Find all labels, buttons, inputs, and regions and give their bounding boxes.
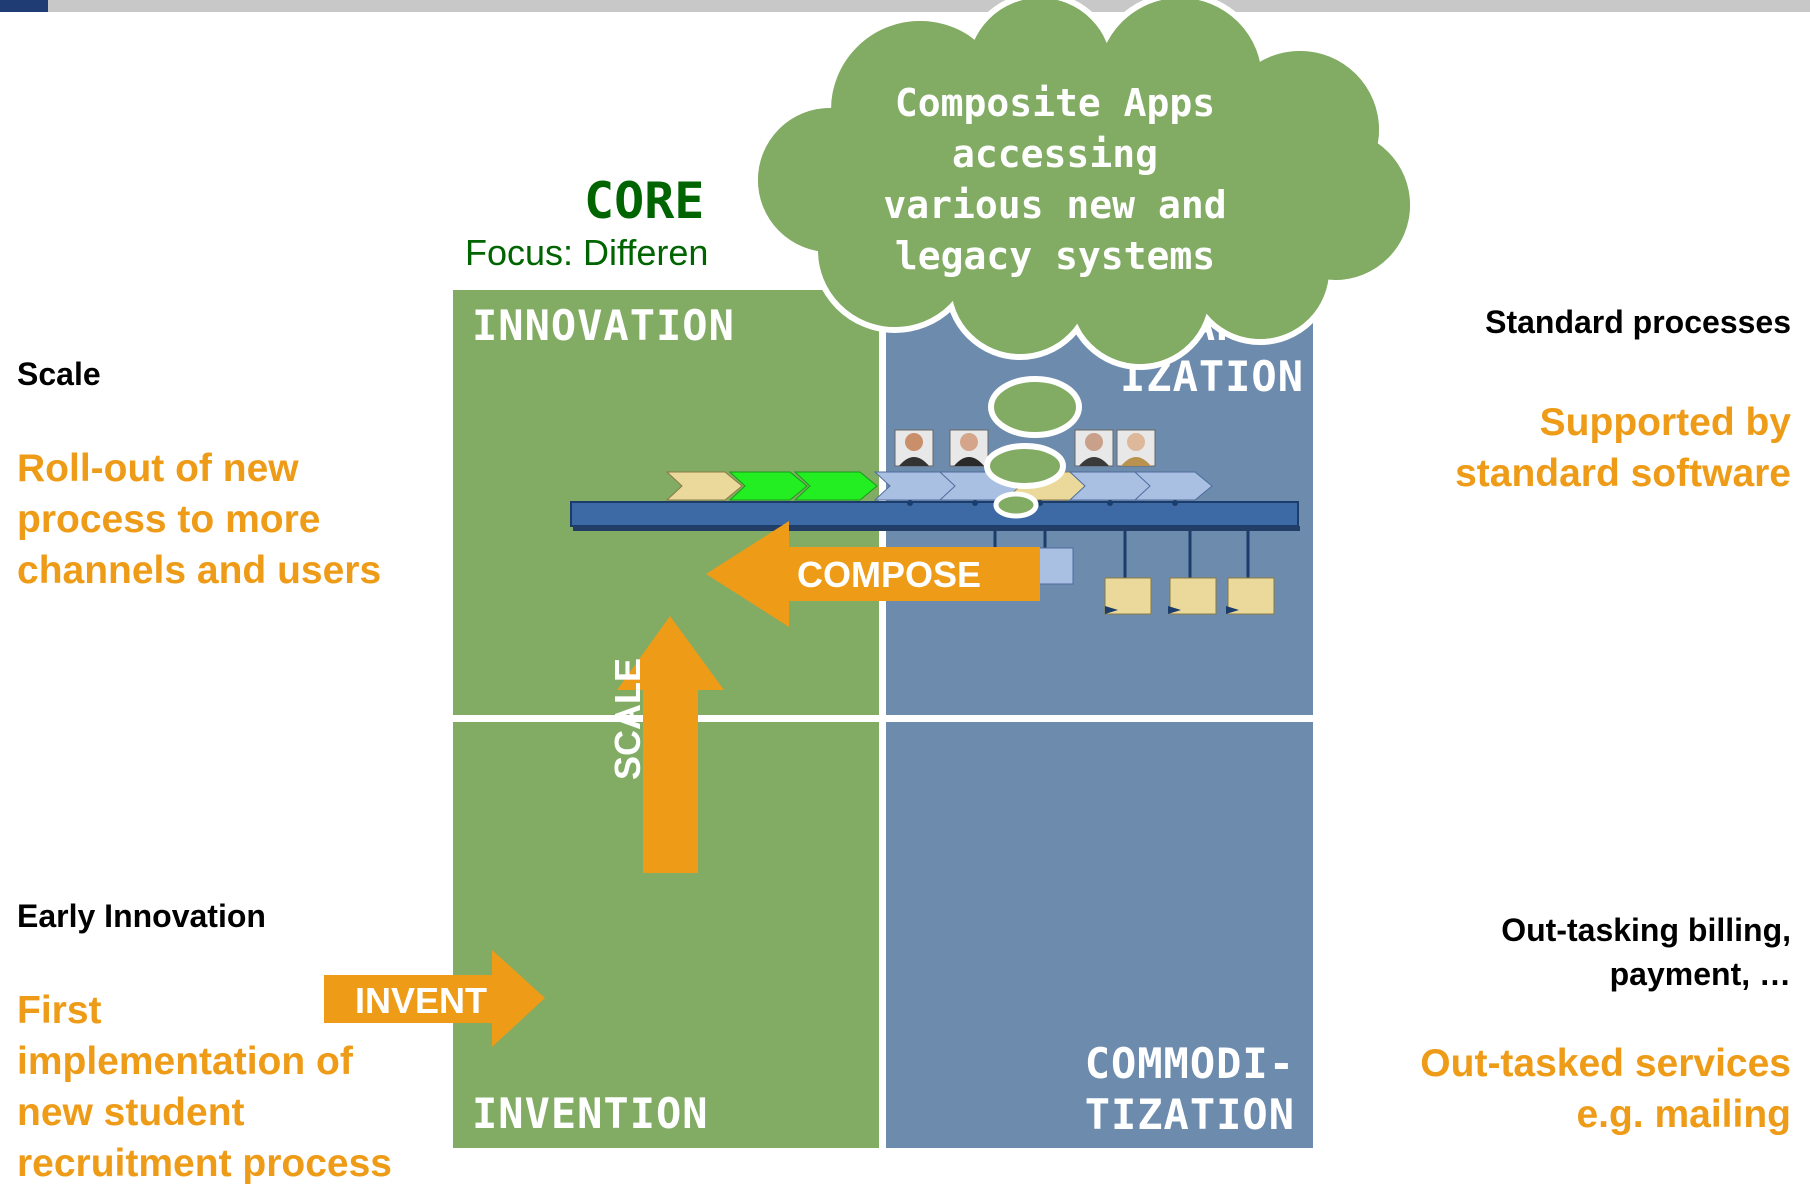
cloud-line: legacy systems — [894, 234, 1216, 278]
cloud-line: Composite Apps — [894, 81, 1216, 125]
thought-bubble-large — [988, 376, 1082, 438]
invent-label: INVENT — [355, 980, 488, 1021]
composite-apps-cloud — [752, 0, 1416, 370]
early-innovation-heading: Early Innovation — [17, 898, 266, 934]
quadrant-innovation-title: INNOVATION — [472, 301, 735, 350]
compose-label: COMPOSE — [797, 554, 982, 595]
avatar-icon — [894, 429, 934, 467]
integration-bus — [570, 501, 1299, 527]
user-avatars — [894, 429, 1156, 467]
focus-text: Focus: Differen — [465, 232, 709, 273]
system-box — [1104, 577, 1152, 615]
scale-description: Roll-out of new process to more channels… — [17, 447, 382, 592]
process-chevrons — [665, 471, 1213, 506]
quadrant-commoditization — [886, 722, 1313, 1148]
avatar-icon — [1074, 429, 1114, 467]
system-box — [1169, 577, 1217, 615]
scale-label: SCALE — [607, 657, 648, 780]
core-title: CORE — [584, 172, 705, 230]
out-tasked-description: Out-tasked services e.g. mailing — [1420, 1042, 1791, 1136]
system-box — [1227, 577, 1275, 615]
standard-processes-heading: Standard processes — [1485, 304, 1791, 340]
chevron-step-3 — [793, 471, 878, 501]
avatar-icon — [1116, 429, 1156, 467]
thought-bubble-small — [993, 491, 1039, 519]
cloud-text: Composite Apps accessing various new and… — [830, 78, 1280, 282]
chevron-step-1 — [665, 471, 743, 501]
early-innovation-description: First implementation of new student recr… — [17, 989, 392, 1185]
top-bar-accent — [0, 0, 48, 12]
top-bar — [0, 0, 1810, 12]
avatar-icon — [949, 429, 989, 467]
cloud-line: accessing — [952, 132, 1158, 176]
scale-arrow — [617, 616, 724, 873]
legacy-systems — [993, 531, 1275, 615]
chevron-step-2 — [728, 471, 808, 501]
compose-arrow — [706, 521, 1040, 627]
standard-software-description: Supported by standard software — [1455, 401, 1791, 495]
invent-arrow — [324, 950, 545, 1047]
quadrant-invention-title: INVENTION — [472, 1089, 709, 1138]
cloud-line: various new and — [883, 183, 1227, 227]
integration-bus-shadow — [573, 526, 1300, 531]
quadrant-commoditization-title: COMMODI- TIZATION — [1084, 1039, 1295, 1139]
out-tasking-heading: Out-tasking billing, payment, … — [1501, 912, 1791, 992]
scale-heading: Scale — [17, 356, 101, 392]
chevron-step-8 — [1133, 471, 1213, 501]
thought-bubble-medium — [984, 443, 1066, 489]
